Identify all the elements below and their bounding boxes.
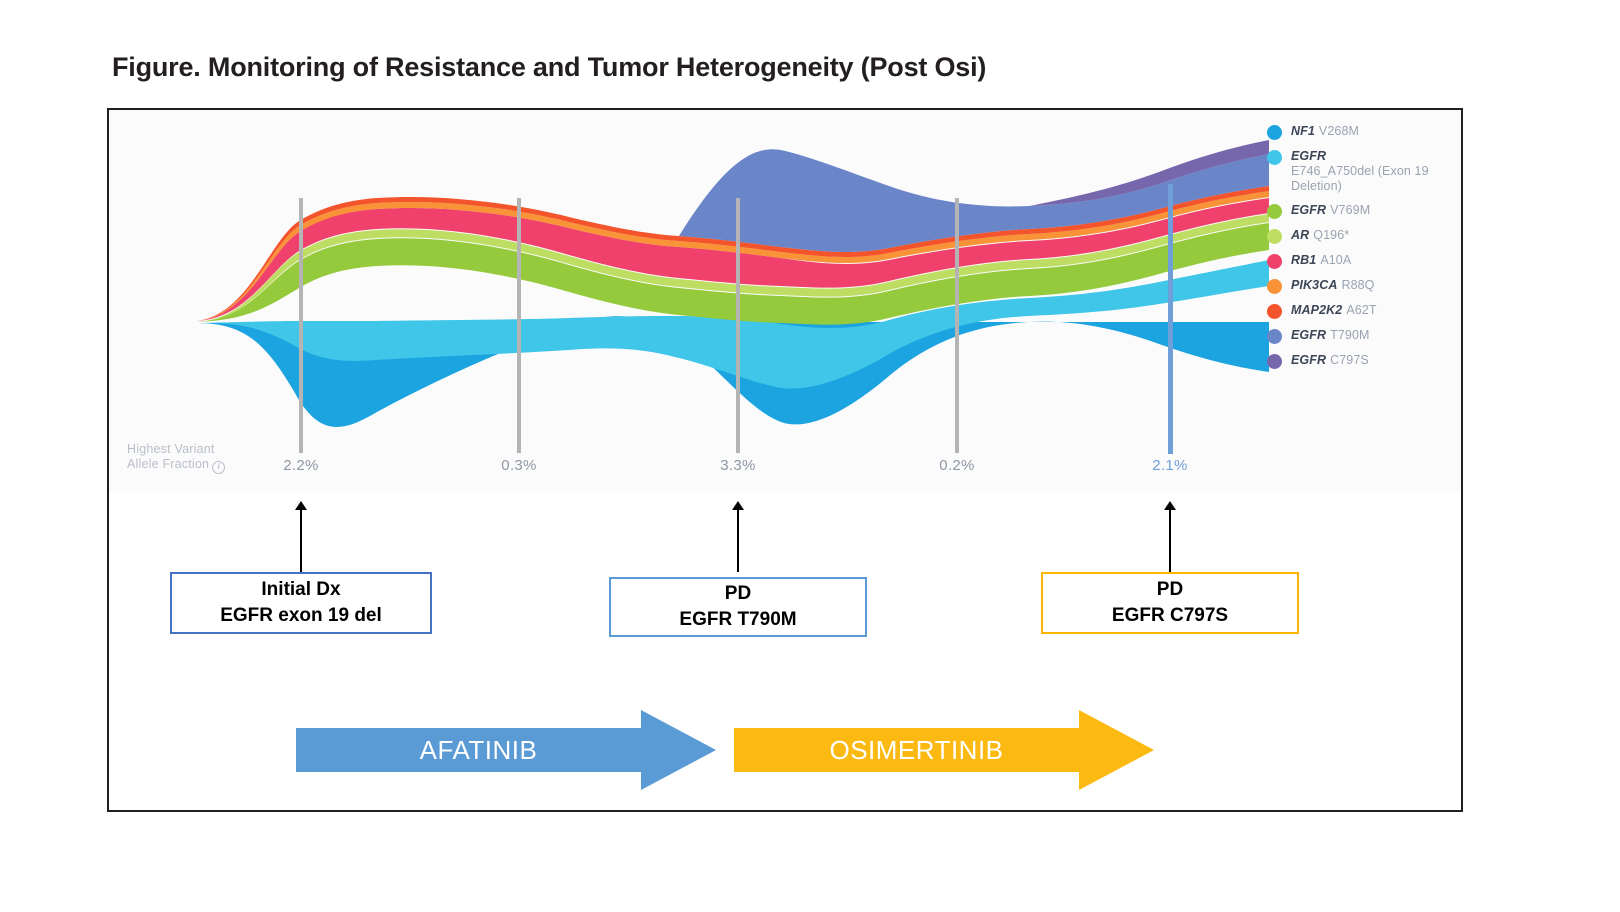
legend-variant: A10A [1320,253,1352,267]
stream-egfr-t790m [679,149,1269,252]
timepoint-marker-1[interactable] [299,198,303,453]
legend-variant: R88Q [1341,278,1375,292]
vaf-value-5: 2.1% [1152,457,1188,474]
timepoint-marker-3[interactable] [736,198,740,453]
event-arrow-2-icon [732,501,744,510]
legend-gene: EGFR [1291,353,1327,367]
event-line1: PD [1156,579,1184,600]
drug-arrow-osimertinib[interactable]: OSIMERTINIB [734,710,1154,790]
event-line2: EGFR exon 19 del [220,605,382,626]
legend-gene: EGFR [1291,149,1327,163]
legend-color-swatch-icon [1267,204,1282,219]
legend-variant-sub: E746_A750del (Exon 19 Deletion) [1291,164,1429,193]
event-line2: EGFR T790M [679,609,797,630]
legend-color-swatch-icon [1267,150,1282,165]
drug-arrow-afatinib[interactable]: AFATINIB [296,710,716,790]
event-line2: EGFR C797S [1111,605,1229,626]
event-connector-3 [1169,510,1171,572]
stream-ar-q196 [197,214,1269,322]
vaf-value-1: 2.2% [283,457,319,474]
stream-egfr-exon19del [197,260,1269,389]
event-connector-1 [300,510,302,572]
event-arrow-1-icon [295,501,307,510]
vaf-value-3: 3.3% [720,457,756,474]
vaf-caption-line2: Allele Fraction [127,457,210,471]
legend-color-swatch-icon [1267,304,1282,319]
event-box-initial-dx[interactable]: Initial Dx EGFR exon 19 del [170,572,432,634]
legend-item[interactable]: EGFR E746_A750del (Exon 19 Deletion) [1267,149,1443,194]
info-icon[interactable]: i [212,461,226,474]
event-line1: Initial Dx [261,579,341,600]
event-arrow-3-icon [1164,501,1176,510]
legend-label: EGFR E746_A750del (Exon 19 Deletion) [1291,149,1443,194]
legend-gene: AR [1291,228,1310,242]
legend-variant: T790M [1330,328,1370,342]
page-title: Figure. Monitoring of Resistance and Tum… [112,52,987,82]
legend-color-swatch-icon [1267,279,1282,294]
event-line1: PD [724,583,752,604]
timepoint-marker-4[interactable] [955,198,959,453]
legend-variant: A62T [1346,303,1377,317]
timepoint-marker-2[interactable] [517,198,521,453]
vaf-caption-line1: Highest Variant [127,442,215,456]
legend-color-swatch-icon [1267,125,1282,140]
vaf-value-2: 0.3% [501,457,537,474]
legend-gene: MAP2K2 [1291,303,1343,317]
legend-color-swatch-icon [1267,329,1282,344]
event-connector-2 [737,510,739,572]
afatinib-arrow-shape-icon [296,710,716,790]
stream-egfr-v769m [197,223,1269,325]
stream-egfr-c797s [1029,140,1269,206]
legend-gene: RB1 [1291,253,1317,267]
legend-color-swatch-icon [1267,354,1282,369]
stream-rb1-a10a [197,198,1269,321]
event-box-pd-t790m[interactable]: PD EGFR T790M [609,577,867,637]
legend-gene: EGFR [1291,328,1327,342]
legend-variant: V769M [1330,203,1371,217]
legend-gene: EGFR [1291,203,1327,217]
streamgraph-svg [197,140,1269,454]
legend-color-swatch-icon [1267,254,1282,269]
event-box-pd-c797s[interactable]: PD EGFR C797S [1041,572,1299,634]
vaf-value-4: 0.2% [939,457,975,474]
legend-gene: PIK3CA [1291,278,1338,292]
timepoint-marker-5[interactable] [1168,184,1173,454]
legend-color-swatch-icon [1267,229,1282,244]
legend-variant: V268M [1318,124,1360,138]
osimertinib-arrow-shape-icon [734,710,1154,790]
legend-variant: Q196* [1313,228,1350,242]
legend-gene: NF1 [1291,124,1315,138]
legend-variant: C797S [1330,353,1369,367]
